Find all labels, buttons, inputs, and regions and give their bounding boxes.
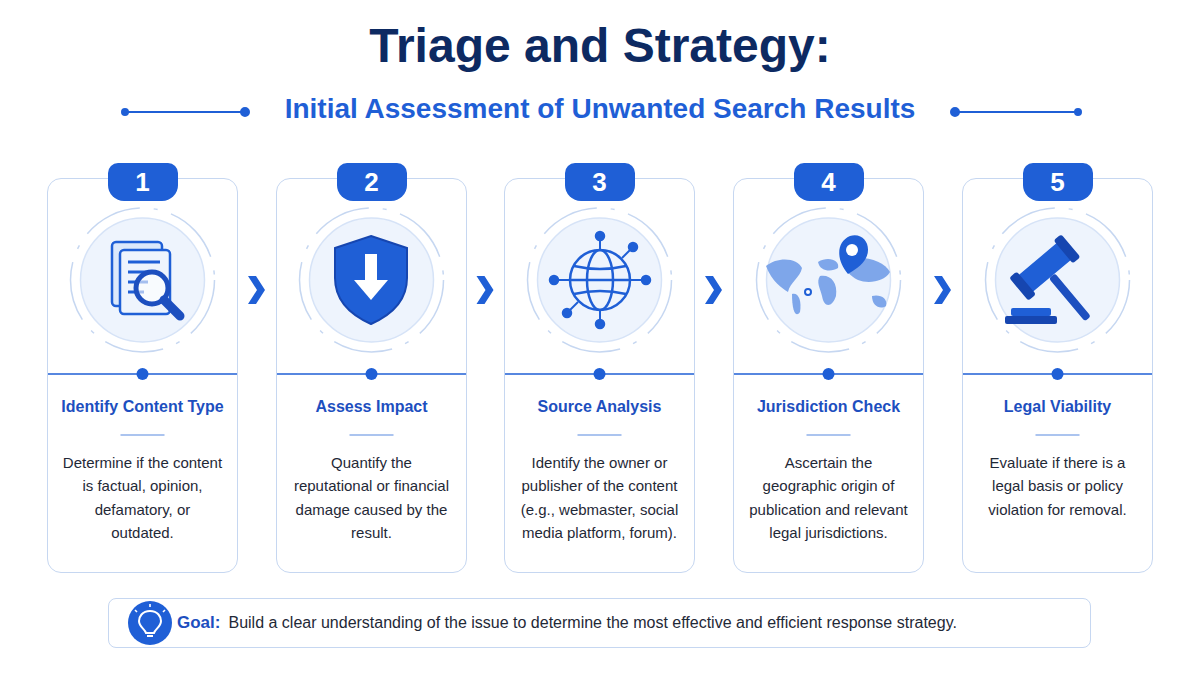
- diagram-title: Triage and Strategy:: [0, 18, 1200, 73]
- step-number: 1: [108, 163, 178, 201]
- goal-text: Build a clear understanding of the issue…: [228, 614, 956, 632]
- chevron-connector: [926, 276, 960, 304]
- step-card: 5Legal ViabilityEvaluate if there is a l…: [962, 178, 1153, 573]
- step-number: 4: [794, 163, 864, 201]
- step-body: Quantify the reputational or financial d…: [291, 451, 452, 544]
- step-heading: Identify Content Type: [54, 398, 231, 416]
- step-heading: Legal Viability: [969, 398, 1146, 416]
- goal-label: Goal:: [177, 613, 220, 633]
- step-number: 3: [565, 163, 635, 201]
- step-card: 3Source AnalysisIdentify the owner or pu…: [504, 178, 695, 573]
- step-number: 2: [337, 163, 407, 201]
- step-card: 4Jurisdiction CheckAscertain the geograp…: [733, 178, 924, 573]
- step-card: 2Assess ImpactQuantify the reputational …: [276, 178, 467, 573]
- chevron-connector: [697, 276, 731, 304]
- chevron-connector: [240, 276, 274, 304]
- step-card: 1Identify Content TypeDetermine if the c…: [47, 178, 238, 573]
- step-heading: Jurisdiction Check: [740, 398, 917, 416]
- subtitle: Initial Assessment of Unwanted Search Re…: [0, 93, 1200, 125]
- chevron-connector: [469, 276, 502, 304]
- step-heading: Source Analysis: [511, 398, 688, 416]
- step-body: Ascertain the geographic origin of publi…: [748, 451, 909, 544]
- step-body: Identify the owner or publisher of the c…: [519, 451, 680, 544]
- step-body: Determine if the content is factual, opi…: [62, 451, 223, 544]
- goal-box: Goal: Build a clear understanding of the …: [108, 598, 1091, 648]
- step-body: Evaluate if there is a legal basis or po…: [977, 451, 1138, 521]
- step-number: 5: [1023, 163, 1093, 201]
- step-heading: Assess Impact: [283, 398, 460, 416]
